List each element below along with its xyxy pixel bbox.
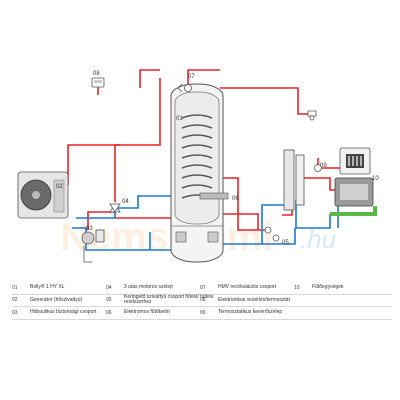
legend-item [294,307,386,319]
legend-item: 09 Termosztatikus keverőszelep [200,307,292,319]
legend-text: Hidraulikus biztonsági csoport [30,309,97,315]
safety-group [81,229,105,263]
legend-item: 04 3 utas motoros szelep [106,282,214,294]
legend-number: 06 [106,309,112,316]
callout-06: 06 [232,196,239,202]
callout-08: 08 [93,71,100,77]
electric-heater [199,192,229,200]
legend-item: 10 Fűtőegységek [294,282,386,294]
callout-10: 10 [372,176,379,182]
thermostat-icon [91,77,105,88]
legend-text: Termosztatikus keverőszelep [218,309,283,315]
legend-number: 05 [106,297,112,304]
legend-text: Keringető szivattyú csoport fűtési/ hűté… [124,293,214,306]
legend-item: 07 HMV recirkulációs csoport [200,282,292,294]
heating-units [330,147,377,216]
legend-item: 01 Bolly® 1 HY XL [12,282,104,294]
legend-text: 3 utas motoros szelep [124,284,173,290]
legend-number: 10 [294,284,300,291]
callout-01: 01 [176,116,183,122]
legend-text: Bolly® 1 HY XL [30,284,65,290]
legend-number: 03 [12,309,18,316]
legend-item: 05 Keringető szivattyú csoport fűtési/ hű… [106,293,214,307]
legend-item: 08 Elektronikus vezérlés/termosztát [200,295,292,307]
legend-text: Elektromos fűtőbetét [124,309,170,315]
legend-item: 06 Elektromos fűtőbetét [106,307,214,319]
legend-text: HMV recirkulációs csoport [218,284,277,290]
legend-number: 08 [200,297,206,304]
heat-pump-unit [17,171,69,219]
legend-number: 01 [12,284,18,291]
three-way-valve [109,203,121,213]
legend-item: 02 Generátor (hőszivattyú) [12,295,104,307]
legend-item: 03 Hidraulikus biztonsági csoport [12,307,104,319]
hydraulic-diagram: Nemsemmi .hu [17,69,379,263]
legend-item [294,295,386,307]
legend-row: 03 Hidraulikus biztonsági csoport 06 Elektr… [12,307,392,320]
circulator-group [264,226,280,242]
callout-09: 09 [320,163,327,169]
legend-row: 02 Generátor (hőszivattyú) 05 Keringető szi… [12,293,392,307]
legend-number: 02 [12,297,18,304]
legend-number: 04 [106,284,112,291]
callout-02: 02 [56,184,63,190]
legend-number: 07 [200,284,206,291]
legend-text: Elektronikus vezérlés/termosztát [218,296,290,303]
manifold [283,149,305,211]
callout-04: 04 [122,199,129,205]
heat-exchanger-coil [181,114,213,199]
legend-number: 09 [200,309,206,316]
legend-text: Generátor (hőszivattyú) [30,296,83,303]
mixing-valve [314,164,322,172]
legend-text: Fűtőegységek [312,284,344,290]
shower-icon [307,110,317,121]
callout-labels: 08 07 01 02 04 03 06 05 09 10 [56,71,379,246]
storage-tank [170,83,229,263]
callout-07: 07 [188,74,195,80]
recirculation-pump [177,83,192,93]
callout-05: 05 [282,240,289,246]
callout-03: 03 [86,226,93,232]
watermark-suffix: .hu [300,224,336,254]
